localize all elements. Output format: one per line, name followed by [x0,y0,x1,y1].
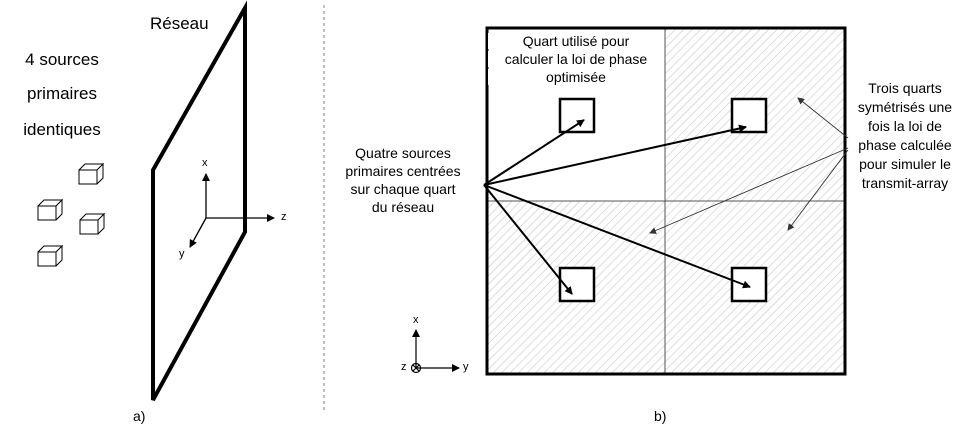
source-square-top-left [558,97,596,134]
source-cube [79,212,106,235]
quarter-used-line3: optimisée [488,69,664,86]
four-sources-line2: primaires centrées [345,163,461,179]
source-arrows [483,119,751,295]
axis-y-label-a: y [179,248,185,260]
four-sources-line3: sur chaque quart [350,181,456,197]
source-cube [37,198,64,221]
axis-x-label-b: x [413,314,419,326]
network-square [485,26,847,376]
three-quarters-line2: symétrisés une [857,99,953,115]
three-quarters-line6: transmit-array [861,175,949,191]
three-quarters-line1: Trois quarts [868,80,942,96]
source-square-top-right [730,97,768,134]
four-sources-line4: du réseau [371,199,435,215]
source-square-bottom-right [730,266,768,303]
three-quarters-line4: phase calculée [858,137,952,153]
sources-label-line2: primaires [27,84,97,103]
sources-label-line3: identiques [23,120,101,139]
axis-z-label-a: z [281,211,287,223]
network-parallelogram [151,0,247,401]
quarter-used-line2: calculer la loi de phase [488,51,664,68]
three-quarters-line5: pour simuler le [859,156,951,172]
source-cube [78,162,105,185]
axis-z-label-b: z [401,361,407,373]
sources-label-line1: 4 sources [25,50,99,69]
symmetry-arrows [649,97,849,234]
source-square-bottom-left [558,266,596,303]
source-cube [37,244,64,267]
four-sources-line1: Quatre sources [355,145,451,161]
quarter-used-line1: Quart utilisé pour [488,33,664,50]
caption-b: b) [654,408,667,424]
axes-panel-a [189,173,275,248]
three-quarters-line3: fois la loi de [868,118,942,134]
axes-panel-b [410,329,460,374]
caption-a: a) [133,408,146,424]
axis-y-label-b: y [463,361,469,373]
axis-x-label-a: x [202,157,208,169]
network-title: Réseau [150,14,209,33]
